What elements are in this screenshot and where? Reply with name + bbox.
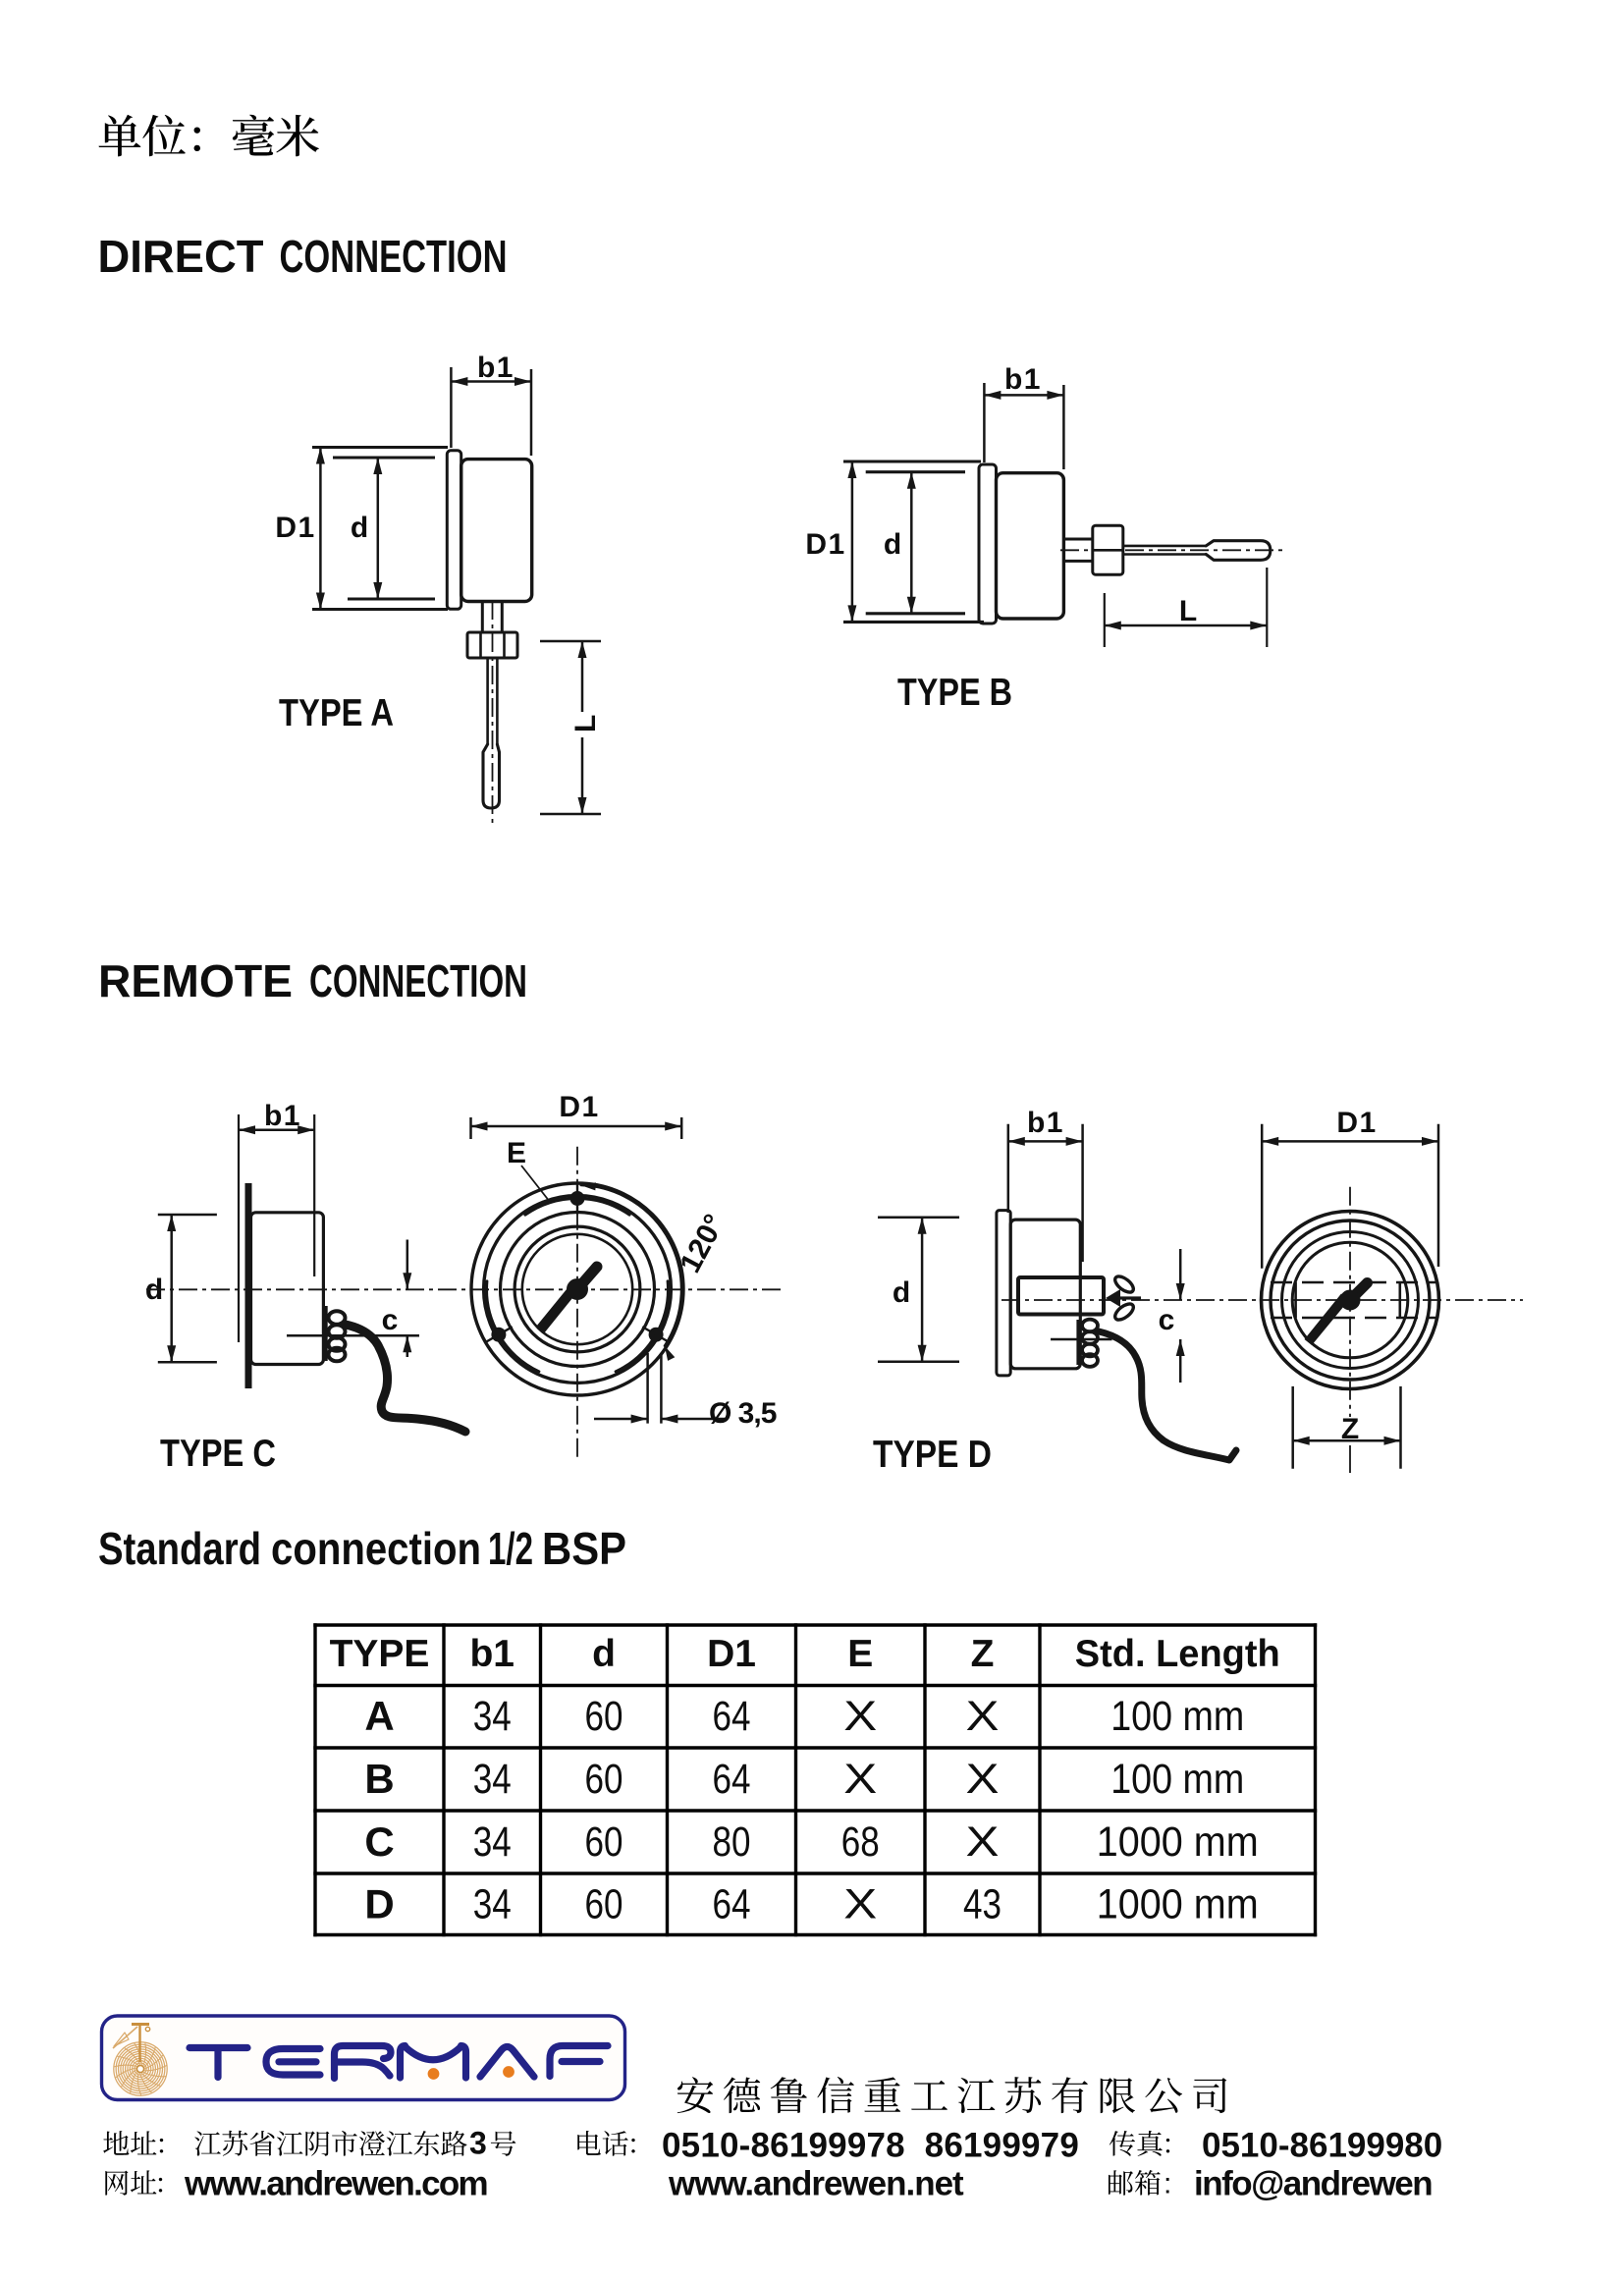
svg-text:0510-86199978 86199979: 0510-86199978 86199979 [662,2127,1079,2165]
svg-text:120°: 120° [674,1209,731,1277]
svg-text:d: d [884,528,901,561]
svg-text:www.andrewen.com: www.andrewen.com [184,2165,487,2203]
svg-text:34: 34 [473,1756,512,1803]
svg-text:TYPE B: TYPE B [897,672,1012,714]
svg-text:A: A [364,1693,394,1739]
svg-text:d: d [351,512,368,544]
svg-text:c: c [382,1304,399,1336]
svg-text:1000 mm: 1000 mm [1097,1818,1259,1866]
svg-text:TYPE: TYPE [330,1633,430,1675]
svg-text:CONNECTION: CONNECTION [309,955,527,1006]
svg-text:64: 64 [713,1693,751,1740]
svg-text:0510-86199980: 0510-86199980 [1202,2127,1442,2165]
svg-text:d: d [893,1276,910,1309]
svg-text:3: 3 [469,2126,487,2161]
svg-text:b1: b1 [264,1100,301,1132]
svg-text:TYPE A: TYPE A [279,692,394,734]
svg-text:X: X [966,1818,1000,1866]
svg-text:d: d [592,1633,616,1675]
svg-text:64: 64 [713,1756,751,1803]
svg-text:b1: b1 [469,1633,514,1675]
svg-text:www.andrewen.net: www.andrewen.net [668,2165,964,2203]
svg-text:Ø 3,5: Ø 3,5 [709,1397,777,1430]
svg-text:34: 34 [473,1881,512,1928]
svg-text:1000 mm: 1000 mm [1097,1881,1259,1928]
svg-text:E: E [507,1137,526,1169]
svg-text:info@andrewen: info@andrewen [1194,2165,1432,2203]
svg-text:b1: b1 [1027,1107,1064,1139]
svg-text:REMOTE: REMOTE [98,955,293,1006]
svg-text:34: 34 [473,1693,512,1740]
svg-text:E: E [847,1633,873,1675]
svg-text:D1: D1 [559,1091,599,1123]
svg-text:X: X [966,1756,1000,1803]
svg-text:68: 68 [841,1818,880,1866]
svg-text:64: 64 [713,1881,751,1928]
svg-text:c: c [1159,1304,1175,1336]
svg-text:D1: D1 [707,1633,756,1675]
svg-text:43: 43 [963,1881,1001,1928]
svg-text:Z: Z [971,1633,995,1675]
svg-text:60: 60 [585,1881,623,1928]
svg-text:1/2: 1/2 [488,1523,533,1574]
svg-text:X: X [966,1693,1000,1740]
svg-text:b1: b1 [1004,363,1042,396]
svg-text:D1: D1 [805,528,845,561]
svg-text:60: 60 [585,1756,623,1803]
svg-text:CONNECTION: CONNECTION [280,231,508,282]
svg-text:X: X [843,1693,877,1740]
svg-text:b1: b1 [477,352,514,384]
svg-text:D1: D1 [275,512,315,544]
svg-text:B: B [364,1756,394,1802]
svg-text:D1: D1 [1336,1107,1377,1139]
svg-text:Std. Length: Std. Length [1075,1633,1280,1675]
svg-text:L: L [569,715,602,733]
svg-text::: : [1164,2168,1171,2200]
svg-text:X: X [843,1756,877,1803]
svg-text:TYPE C: TYPE C [160,1433,276,1475]
svg-text:60: 60 [585,1693,623,1740]
svg-text:100 mm: 100 mm [1110,1756,1244,1803]
svg-text:Standard: Standard [98,1523,261,1574]
svg-text:Z: Z [1341,1413,1359,1445]
svg-text:60: 60 [585,1818,623,1866]
svg-text:100 mm: 100 mm [1110,1693,1244,1740]
svg-text:TYPE D: TYPE D [873,1434,992,1476]
svg-text:BSP: BSP [542,1523,626,1574]
svg-text:X: X [843,1881,877,1928]
svg-text:connection: connection [271,1523,481,1574]
svg-text:L: L [1179,595,1197,627]
svg-text:80: 80 [713,1818,751,1866]
svg-text:DIRECT: DIRECT [98,231,264,282]
svg-text:D: D [364,1881,394,1927]
svg-text:34: 34 [473,1818,512,1866]
svg-text:C: C [364,1818,394,1865]
